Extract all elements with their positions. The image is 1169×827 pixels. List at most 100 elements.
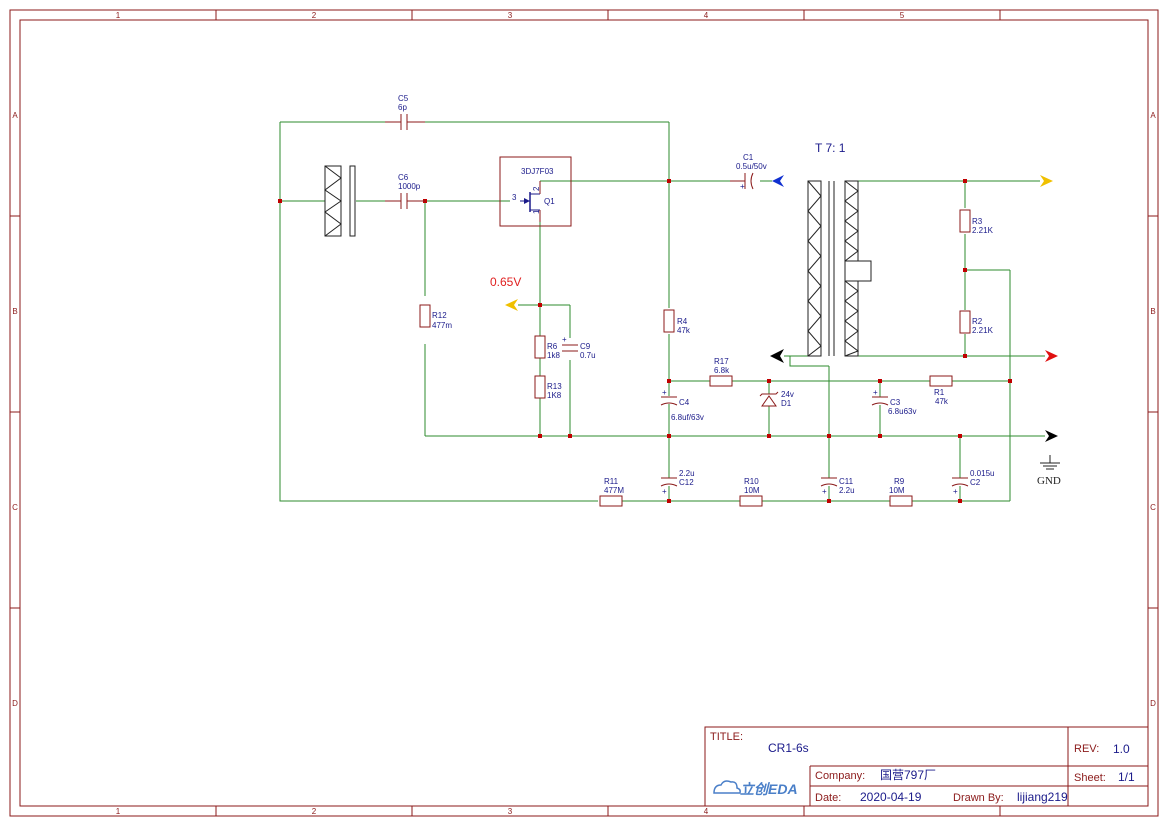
q1-jfet: 3DJ7F03 Q1 3 2 1 xyxy=(499,156,572,227)
c12-capacitor: + 2.2u C12 xyxy=(660,469,695,496)
r10-resistor: R10 10M xyxy=(739,477,763,507)
grid-row-b: B xyxy=(12,307,17,316)
svg-text:+: + xyxy=(662,388,667,397)
q1-pin-g: 3 xyxy=(512,193,517,202)
inner-frame xyxy=(19,19,1149,807)
grid-col-3-bottom: 3 xyxy=(508,807,513,816)
sheet-value: 1/1 xyxy=(1118,770,1135,784)
gnd-label: GND xyxy=(1037,475,1061,487)
arrow-red-icon xyxy=(1045,350,1058,362)
r11-resistor: R11 477M xyxy=(599,477,624,507)
r17-resistor: R17 6.8k xyxy=(709,357,733,387)
r3-resistor: R3 2.21K xyxy=(959,209,994,235)
sheet-label: Sheet: xyxy=(1074,772,1106,784)
gnd-symbol: GND xyxy=(1037,455,1061,487)
c9-capacitor: + C9 0.7u xyxy=(562,335,596,360)
svg-text:+: + xyxy=(822,487,827,496)
c6-ref: C6 xyxy=(398,173,409,182)
r10-ref: R10 xyxy=(744,477,759,486)
c3-ref: C3 xyxy=(890,398,901,407)
title-value: CR1-6s xyxy=(768,741,809,755)
c1-value: 0.5u/50v xyxy=(736,162,767,171)
title-label: TITLE: xyxy=(710,731,743,743)
r4-value: 47k xyxy=(677,326,691,335)
voltage-label: 0.65V xyxy=(490,275,521,289)
r12-ref: R12 xyxy=(432,311,447,320)
r13-ref: R13 xyxy=(547,382,562,391)
arrow-black-gnd-icon xyxy=(1045,430,1058,442)
c9-value: 0.7u xyxy=(580,351,596,360)
r1-ref: R1 xyxy=(934,388,945,397)
title-block: TITLE: CR1-6s REV: 1.0 Company: 国营797厂 S… xyxy=(704,726,1149,807)
grid-row-d-right: D xyxy=(1150,699,1156,708)
rev-value: 1.0 xyxy=(1113,742,1130,756)
grid-col-2: 2 xyxy=(312,11,317,20)
q1-pin-s: 1 xyxy=(532,209,541,214)
transformer-ratio: T 7: 1 xyxy=(815,141,846,155)
c11-capacitor: + C11 2.2u xyxy=(820,477,855,496)
grid-col-4-bottom: 4 xyxy=(704,807,709,816)
grid-row-b-right: B xyxy=(1150,307,1155,316)
drawn-label: Drawn By: xyxy=(953,792,1004,804)
rev-label: REV: xyxy=(1074,743,1099,755)
r1-resistor: R1 47k xyxy=(929,375,953,406)
arrow-blue-icon xyxy=(772,175,784,187)
grid-ticks xyxy=(10,10,1158,816)
c11-value: 2.2u xyxy=(839,486,855,495)
grid-row-c-right: C xyxy=(1150,503,1156,512)
svg-text:+: + xyxy=(740,182,745,191)
grid-row-c: C xyxy=(12,503,18,512)
company-label: Company: xyxy=(815,770,865,782)
c5-value: 6p xyxy=(398,103,407,112)
c5-capacitor: C5 6p xyxy=(385,94,425,130)
c2-ref: C2 xyxy=(970,478,981,487)
arrow-yellow-voltage-icon xyxy=(505,299,518,311)
d1-zener-diode: 24v D1 xyxy=(759,390,794,408)
r11-value: 477M xyxy=(604,486,624,495)
q1-pin-d: 2 xyxy=(532,186,541,191)
svg-text:+: + xyxy=(873,388,878,397)
r10-value: 10M xyxy=(744,486,760,495)
r12-resistor: R12 477m xyxy=(419,304,452,330)
r12-value: 477m xyxy=(432,321,452,330)
grid-col-3: 3 xyxy=(508,11,513,20)
grid-col-5: 5 xyxy=(900,11,905,20)
grid-col-1: 1 xyxy=(116,11,121,20)
c12-value: 2.2u xyxy=(679,469,695,478)
c3-value: 6.8u63v xyxy=(888,407,916,416)
r6-ref: R6 xyxy=(547,342,558,351)
c11-ref: C11 xyxy=(839,477,854,486)
c12-ref: C12 xyxy=(679,478,694,487)
c3-capacitor: + C3 6.8u63v xyxy=(871,388,916,416)
r6-resistor: R6 1k8 xyxy=(534,335,560,360)
c2-capacitor: + 0.015u C2 xyxy=(951,469,994,496)
grid-row-a-right: A xyxy=(1150,111,1156,120)
c6-value: 1000p xyxy=(398,182,421,191)
r13-value: 1K8 xyxy=(547,391,562,400)
c4-capacitor: + C4 6.8uf/63v xyxy=(660,388,704,422)
grid-col-2-bottom: 2 xyxy=(312,807,317,816)
c4-value: 6.8uf/63v xyxy=(671,413,704,422)
grid-col-1-bottom: 1 xyxy=(116,807,121,816)
c2-value: 0.015u xyxy=(970,469,994,478)
svg-text:+: + xyxy=(662,487,667,496)
date-label: Date: xyxy=(815,792,841,804)
junctions xyxy=(278,179,1012,503)
crystal-element xyxy=(324,165,356,237)
r13-resistor: R13 1K8 xyxy=(534,375,562,400)
r11-ref: R11 xyxy=(604,477,619,486)
svg-text:+: + xyxy=(562,335,567,344)
d1-value: 24v xyxy=(781,390,794,399)
grid-col-4: 4 xyxy=(704,11,709,20)
outer-frame xyxy=(9,9,1159,817)
r6-value: 1k8 xyxy=(547,351,560,360)
c1-capacitor: + C1 0.5u/50v xyxy=(730,153,767,191)
c5-ref: C5 xyxy=(398,94,409,103)
arrow-black-icon xyxy=(770,349,784,363)
r17-value: 6.8k xyxy=(714,366,730,375)
c4-ref: C4 xyxy=(679,398,690,407)
r2-value: 2.21K xyxy=(972,326,994,335)
r17-ref: R17 xyxy=(714,357,729,366)
r9-value: 10M xyxy=(889,486,905,495)
